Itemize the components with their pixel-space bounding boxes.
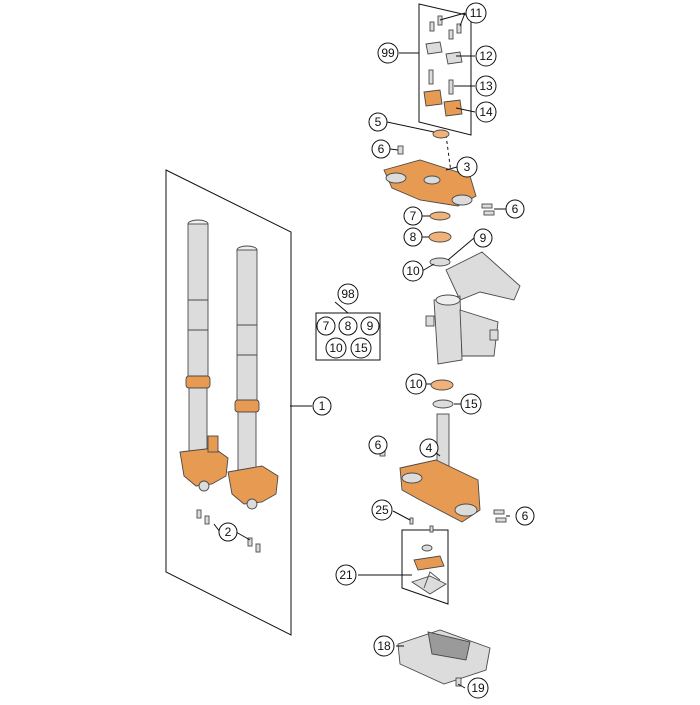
callout-25: 25 <box>371 499 393 521</box>
kit-98-item-10: 10 <box>325 337 347 359</box>
clamp-lower-parts <box>423 89 463 117</box>
axle-clamp-bolts <box>196 509 261 553</box>
kit-98-label-10: 10 <box>329 341 343 355</box>
callout-label-11: 11 <box>470 6 483 20</box>
kit-98-item-7: 7 <box>316 316 336 336</box>
callout-10-lower: 10 <box>405 373 427 395</box>
callout-label-2: 2 <box>225 525 232 539</box>
frame-head-section <box>425 251 521 365</box>
seal-part-9 <box>429 257 451 267</box>
clamp-kit-frame <box>418 3 472 136</box>
callout-label-6c: 6 <box>375 438 382 452</box>
callout-21: 21 <box>335 564 357 586</box>
callout-label-12: 12 <box>479 49 493 63</box>
kit-98-item-15: 15 <box>350 337 372 359</box>
callout-2: 2 <box>218 522 238 542</box>
callout-98: 98 <box>337 283 359 305</box>
screw-part-25 <box>409 517 414 525</box>
callout-label-8: 8 <box>410 230 417 244</box>
callout-label-10a: 10 <box>406 264 420 278</box>
callout-19: 19 <box>467 677 489 699</box>
callout-6-lower-right: 6 <box>515 506 535 526</box>
leader-lines <box>213 12 510 689</box>
callout-5: 5 <box>368 112 388 132</box>
callout-99: 99 <box>377 42 399 64</box>
kit-98-item-8: 8 <box>338 316 358 336</box>
callout-9: 9 <box>473 228 493 248</box>
callout-15: 15 <box>460 393 482 415</box>
callout-label-15: 15 <box>464 397 478 411</box>
callout-label-13: 13 <box>479 79 493 93</box>
callout-label-4: 4 <box>426 441 433 455</box>
handlebar-clamp-group <box>418 3 472 181</box>
callout-label-6a: 6 <box>378 142 385 156</box>
bolts-part-6-b <box>481 203 495 216</box>
seal-part-15 <box>432 399 454 409</box>
bearing-part-10-lower <box>430 379 454 391</box>
bearing-part-7 <box>429 211 451 221</box>
callout-label-21: 21 <box>339 568 353 582</box>
callout-label-18: 18 <box>377 639 391 653</box>
callout-label-5: 5 <box>375 115 382 129</box>
callout-11: 11 <box>465 2 487 24</box>
clamp-screws <box>429 15 462 40</box>
kit-98-label-8: 8 <box>345 319 352 333</box>
callout-6-lower-left: 6 <box>368 435 388 455</box>
screw-part-19 <box>455 677 462 687</box>
callout-label-6b: 6 <box>512 202 519 216</box>
bolts-part-6-d <box>493 509 507 523</box>
kit-98-label-9: 9 <box>367 319 374 333</box>
callout-label-98: 98 <box>341 287 355 301</box>
callout-10-upper: 10 <box>402 260 424 282</box>
callout-1: 1 <box>312 396 332 416</box>
damper-kit-group <box>401 517 449 605</box>
callout-12: 12 <box>475 45 497 67</box>
callout-label-7: 7 <box>410 209 417 223</box>
callout-label-1: 1 <box>319 399 326 413</box>
fork-kit-frame <box>165 169 292 636</box>
lower-triple-clamp <box>379 413 507 523</box>
kit-98-label-7: 7 <box>323 319 330 333</box>
callout-label-19: 19 <box>471 681 485 695</box>
callout-13: 13 <box>475 75 497 97</box>
bearing-part-8 <box>428 231 452 243</box>
callout-6-upper-right: 6 <box>505 199 525 219</box>
callout-label-10b: 10 <box>409 377 423 391</box>
callout-7: 7 <box>403 206 423 226</box>
bolt-part-6-a <box>397 145 404 155</box>
callout-label-25: 25 <box>375 503 389 517</box>
callout-label-99: 99 <box>381 46 395 60</box>
callout-18: 18 <box>373 635 395 657</box>
kit-98-item-9: 9 <box>360 316 380 336</box>
callout-6-upper-left: 6 <box>371 139 391 159</box>
lower-guard-assembly <box>397 629 491 687</box>
callout-4: 4 <box>419 438 439 458</box>
callout-3: 3 <box>456 156 478 178</box>
callout-8: 8 <box>403 227 423 247</box>
fork-leg-right <box>227 245 279 510</box>
clamp-upper-parts <box>425 41 463 65</box>
callout-label-6d: 6 <box>522 509 529 523</box>
callout-label-14: 14 <box>479 105 493 119</box>
callout-label-9: 9 <box>480 231 487 245</box>
kit-98-label-15: 15 <box>354 341 368 355</box>
upper-triple-clamp <box>383 145 495 216</box>
fork-leg-left <box>179 219 229 492</box>
washer-part-5 <box>432 129 450 139</box>
fork-assembly-group <box>165 169 292 636</box>
callout-label-3: 3 <box>464 160 471 174</box>
clamp-bolts-long <box>428 69 454 95</box>
callout-14: 14 <box>475 101 497 123</box>
